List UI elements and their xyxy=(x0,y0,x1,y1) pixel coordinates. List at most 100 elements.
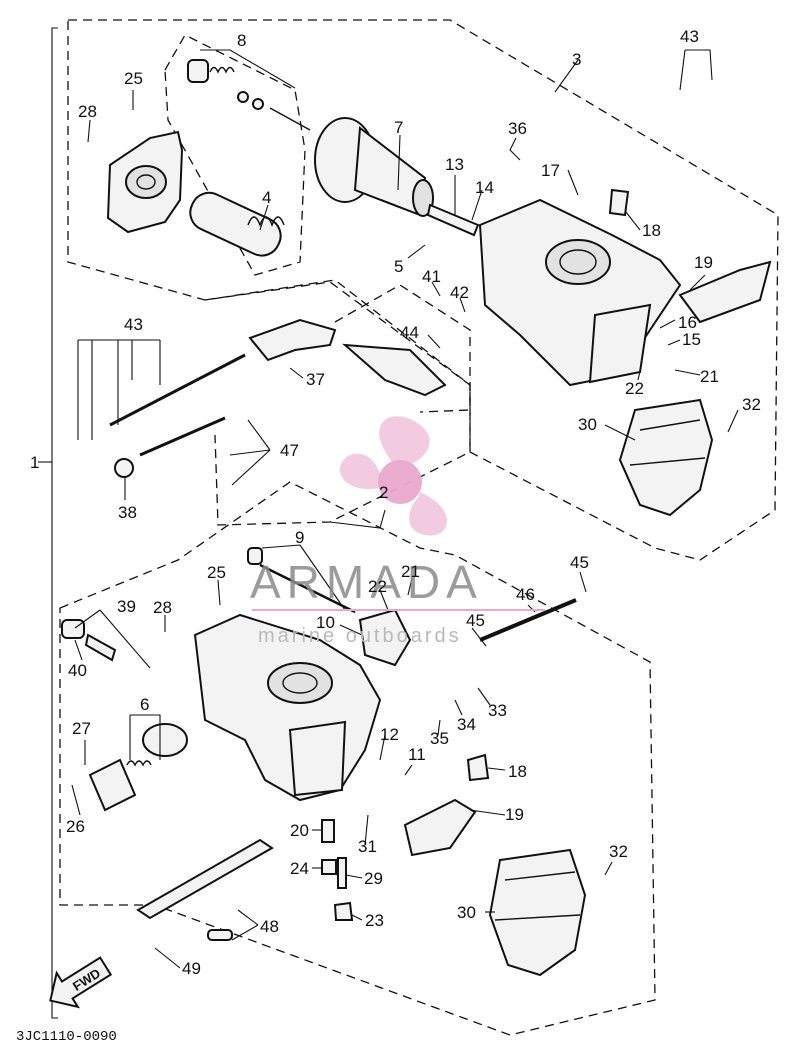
adjust-screw-48 xyxy=(207,929,233,941)
leader-2 xyxy=(329,509,386,529)
float-chamber-ribs-lower xyxy=(494,871,581,921)
callout-18a: 18 xyxy=(642,221,661,240)
carb-intake-bore-upper xyxy=(545,239,611,285)
throttle-valve-10 xyxy=(358,608,412,667)
leader-23 xyxy=(351,914,363,921)
pilot-screw-39 xyxy=(84,633,117,662)
float-chamber-upper xyxy=(618,398,714,517)
leader-lines xyxy=(71,49,739,969)
leader-19b xyxy=(469,809,506,816)
callout-39: 39 xyxy=(117,597,136,616)
jet-needle xyxy=(426,203,480,237)
leader-29 xyxy=(345,874,363,879)
pin-8 xyxy=(269,107,311,131)
leader-8 xyxy=(200,49,296,89)
washer-8a xyxy=(237,91,249,103)
callout-26: 26 xyxy=(66,817,85,836)
callout-21b: 21 xyxy=(401,562,420,581)
boundary-spring-group xyxy=(164,34,306,276)
leader-21a xyxy=(674,369,701,376)
callout-19b: 19 xyxy=(505,805,524,824)
leader-21b xyxy=(407,577,413,596)
callout-9: 9 xyxy=(295,528,304,547)
callout-33: 33 xyxy=(488,701,507,720)
throttle-stop-screw-9 xyxy=(259,563,356,614)
diaphragm-spring xyxy=(189,191,282,257)
leader-40 xyxy=(74,639,83,661)
leader-18b xyxy=(487,767,506,771)
leader-30a xyxy=(604,424,636,441)
callout-44: 44 xyxy=(400,323,419,342)
spring-coil-8 xyxy=(209,66,235,74)
leader-32a xyxy=(727,409,739,433)
leader-48 xyxy=(231,909,259,941)
bracket-assembly-1 xyxy=(51,27,58,1019)
leader-7 xyxy=(397,134,401,191)
drain-plug-23 xyxy=(333,901,354,921)
leader-36 xyxy=(509,137,521,161)
lower-carburetor xyxy=(61,188,630,977)
linkage-bar-49 xyxy=(136,838,274,920)
callout-18b: 18 xyxy=(508,762,527,781)
boundary-inner-link xyxy=(204,279,471,526)
pump-body-26 xyxy=(88,758,137,812)
callout-16: 16 xyxy=(678,313,697,332)
callout-37: 37 xyxy=(306,370,325,389)
leader-26 xyxy=(71,784,81,816)
callout-48: 48 xyxy=(260,917,279,936)
callout-23: 23 xyxy=(365,911,384,930)
leader-42 xyxy=(459,297,466,313)
leader-32b xyxy=(604,861,613,876)
callout-45a: 45 xyxy=(466,611,485,630)
callout-28b: 28 xyxy=(153,598,172,617)
callout-4: 4 xyxy=(262,188,271,207)
leader-15 xyxy=(667,339,681,346)
callout-3: 3 xyxy=(572,50,581,69)
leader-39 xyxy=(74,609,151,669)
leader-4 xyxy=(259,204,269,231)
choke-shaft-47 xyxy=(139,416,226,457)
callout-45b: 45 xyxy=(570,553,589,572)
callout-6: 6 xyxy=(140,695,149,714)
callout-36: 36 xyxy=(508,119,527,138)
watermark-brand: ARMADA xyxy=(250,556,483,608)
callout-10: 10 xyxy=(316,613,335,632)
callout-43b: 43 xyxy=(124,315,143,334)
watermark: ARMADA marine outboards xyxy=(250,416,545,647)
callout-7: 7 xyxy=(394,118,403,137)
callout-46: 46 xyxy=(516,585,535,604)
leader-18a xyxy=(625,211,641,231)
assembly-boundaries xyxy=(38,19,779,1036)
leader-31 xyxy=(364,814,369,846)
choke-plunger-18-lower xyxy=(466,753,490,782)
boundary-assembly-2 xyxy=(59,481,656,1036)
pilot-screw-40 xyxy=(61,619,85,639)
callout-32b: 32 xyxy=(609,842,628,861)
callout-5: 5 xyxy=(394,257,403,276)
watermark-tagline: marine outboards xyxy=(258,625,462,647)
vacuum-piston-end xyxy=(412,179,434,217)
callout-38: 38 xyxy=(118,503,137,522)
callout-21a: 21 xyxy=(700,367,719,386)
callout-12: 12 xyxy=(380,725,399,744)
leader-44 xyxy=(427,334,441,349)
carb-bowl-lower xyxy=(288,720,347,797)
leader-16 xyxy=(659,319,676,329)
leader-45a xyxy=(471,627,487,647)
leader-3 xyxy=(554,59,579,93)
pilot-jet-29 xyxy=(337,857,347,889)
callout-32a: 32 xyxy=(742,395,761,414)
callout-20: 20 xyxy=(290,821,309,840)
leader-43a xyxy=(679,49,713,91)
callout-41: 41 xyxy=(422,267,441,286)
leader-25b xyxy=(217,579,221,606)
spring-coil-6 xyxy=(126,760,152,767)
callout-19a: 19 xyxy=(694,253,713,272)
leader-33 xyxy=(477,687,491,706)
leader-11 xyxy=(404,764,413,776)
callout-30a: 30 xyxy=(578,415,597,434)
choke-bracket-upper xyxy=(678,260,772,324)
leader-12 xyxy=(379,734,386,761)
callout-40: 40 xyxy=(68,661,87,680)
